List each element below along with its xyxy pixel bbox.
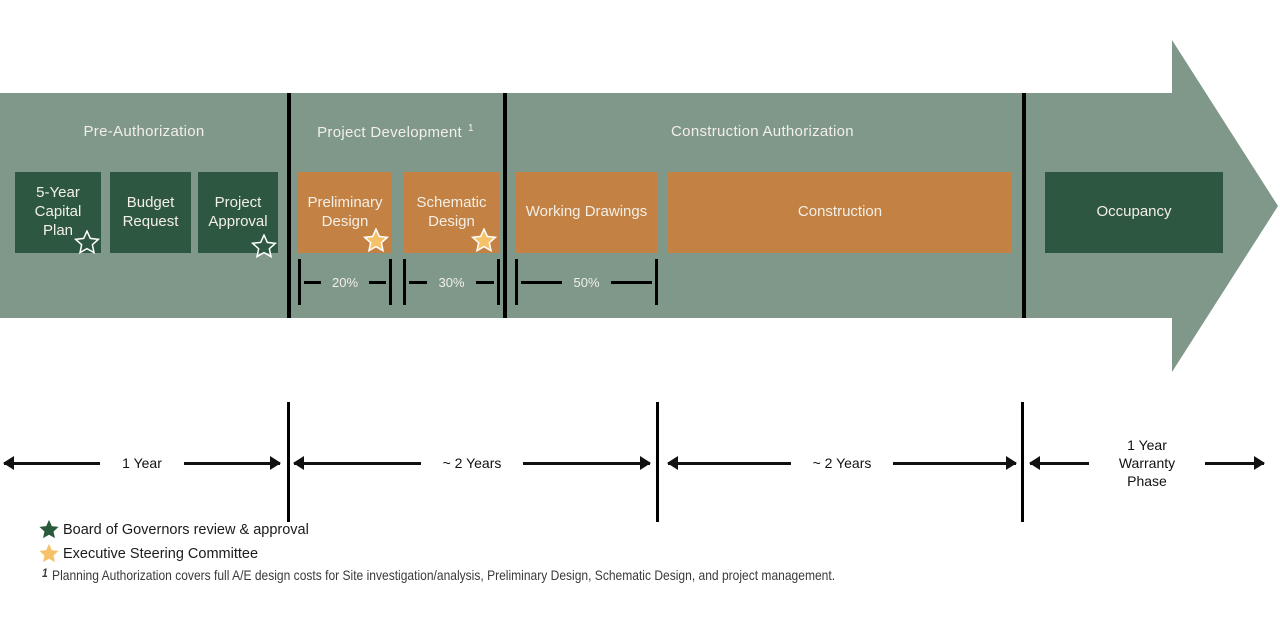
board-approval-star-icon xyxy=(251,234,277,259)
stage-box-project-approval: Project Approval xyxy=(198,172,278,259)
dimension-end-bar xyxy=(389,259,392,305)
steering-committee-star-icon xyxy=(363,228,389,253)
footnote-text: Planning Authorization covers full A/E d… xyxy=(52,567,836,583)
fee-dimension-preliminary-design: 20% xyxy=(298,259,392,305)
duration-label: 1 Year Warranty Phase xyxy=(1118,436,1176,490)
phase-divider xyxy=(1022,93,1026,318)
stage-label: 5-Year Capital Plan xyxy=(34,184,82,239)
dimension-end-bar xyxy=(655,259,658,305)
phase-divider xyxy=(503,93,507,318)
dimension-line xyxy=(304,280,321,284)
duration-segment-construction: ~ 2 Years xyxy=(667,440,1017,486)
footnote-marker: 1 xyxy=(42,566,48,580)
phase-header-construction-authorization: Construction Authorization xyxy=(503,123,1022,140)
duration-segment-pre-authorization: 1 Year xyxy=(2,440,282,486)
steering-committee-star-icon xyxy=(471,228,497,253)
stage-label: Construction xyxy=(797,203,883,221)
legend: Board of Governors review & approval Exe… xyxy=(38,518,309,566)
phase-title: Pre-Authorization xyxy=(83,123,205,140)
phase-header-project-development: Project Development 1 xyxy=(288,123,503,141)
dimension-line xyxy=(369,280,386,284)
stage-label: Occupancy xyxy=(1096,203,1172,221)
stage-box-preliminary-design: Preliminary Design xyxy=(298,172,392,253)
arrow-left-icon xyxy=(1029,456,1089,470)
dimension-line xyxy=(610,280,652,284)
stage-label: Preliminary Design xyxy=(307,193,383,230)
legend-label: Board of Governors review & approval xyxy=(63,522,309,538)
dimension-line xyxy=(409,280,428,284)
dimension-end-bar xyxy=(515,259,518,305)
phase-header-pre-authorization: Pre-Authorization xyxy=(0,123,288,140)
dimension-end-bar xyxy=(403,259,406,305)
stage-box-working-drawings: Working Drawings xyxy=(515,172,658,253)
legend-item-executive-steering-committee: Executive Steering Committee xyxy=(38,542,309,566)
arrow-right-icon xyxy=(183,456,282,470)
duration-label: ~ 2 Years xyxy=(442,454,502,471)
gold-star-icon xyxy=(39,543,59,563)
fee-percentage-label: 50% xyxy=(573,274,600,290)
legend-item-board-of-governors: Board of Governors review & approval xyxy=(38,518,309,542)
timeline-divider xyxy=(1021,402,1024,522)
arrow-right-icon xyxy=(1205,456,1265,470)
stage-label: Schematic Design xyxy=(416,193,487,230)
stage-label: Budget Request xyxy=(122,193,179,230)
phase-title: Construction Authorization xyxy=(671,123,854,140)
arrow-right-icon xyxy=(893,456,1017,470)
fee-dimension-schematic-design: 30% xyxy=(403,259,500,305)
footnote: 1 Planning Authorization covers full A/E … xyxy=(42,566,836,583)
duration-segment-project-development: ~ 2 Years xyxy=(293,440,651,486)
green-star-icon xyxy=(39,519,59,539)
board-approval-star-icon xyxy=(74,230,100,255)
fee-percentage-label: 30% xyxy=(438,274,465,290)
arrow-left-icon xyxy=(667,456,791,470)
arrow-left-icon xyxy=(2,456,101,470)
legend-label: Executive Steering Committee xyxy=(63,546,259,562)
fee-dimension-working-drawings: 50% xyxy=(515,259,658,305)
duration-segment-warranty: 1 Year Warranty Phase xyxy=(1029,437,1265,489)
dimension-end-bar xyxy=(298,259,301,305)
stage-box-budget-request: Budget Request xyxy=(110,172,191,253)
stage-box-5-year-capital-plan: 5-Year Capital Plan xyxy=(15,172,101,255)
arrow-right-icon xyxy=(523,456,651,470)
dimension-line xyxy=(475,280,494,284)
footnote-marker-superscript: 1 xyxy=(468,123,474,134)
phase-divider xyxy=(287,93,291,318)
stage-box-construction: Construction xyxy=(668,172,1012,253)
stage-box-schematic-design: Schematic Design xyxy=(403,172,500,253)
phase-title: Project Development xyxy=(317,124,463,141)
timeline-divider xyxy=(287,402,290,522)
arrow-left-icon xyxy=(293,456,421,470)
timeline-divider xyxy=(656,402,659,522)
stage-box-occupancy: Occupancy xyxy=(1045,172,1223,253)
dimension-line xyxy=(521,280,563,284)
stage-label: Working Drawings xyxy=(525,203,648,221)
duration-label: 1 Year xyxy=(122,454,162,471)
dimension-end-bar xyxy=(497,259,500,305)
stage-label: Project Approval xyxy=(208,193,268,230)
fee-percentage-label: 20% xyxy=(331,274,359,290)
duration-label: ~ 2 Years xyxy=(812,454,872,471)
